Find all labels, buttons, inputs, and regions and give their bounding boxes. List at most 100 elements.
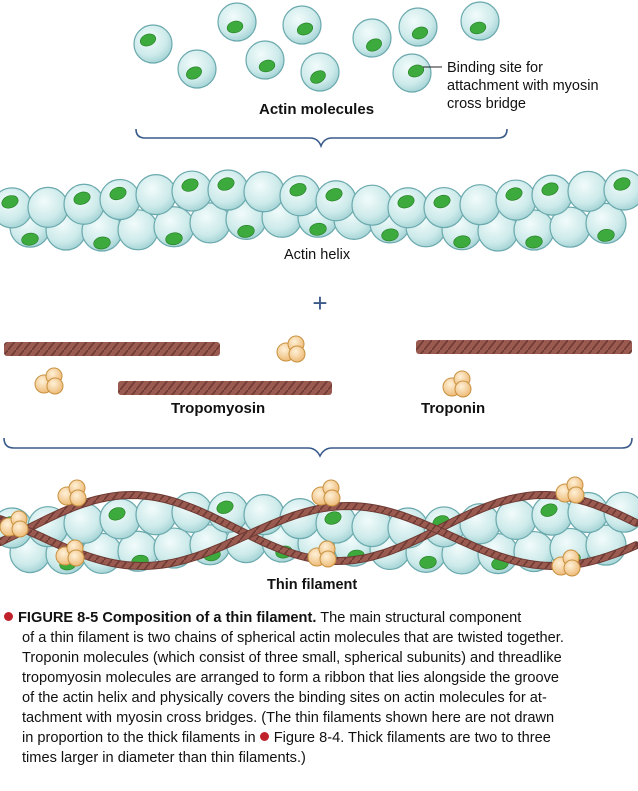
troponin-cluster-filament-6 — [551, 549, 581, 577]
binding-site — [296, 22, 314, 36]
binding-site — [226, 20, 244, 34]
binding-site — [237, 224, 255, 238]
troponin-cluster-filament-2 — [55, 539, 85, 567]
actin-molecule — [351, 184, 393, 226]
thin-filament-label: Thin filament — [267, 577, 358, 593]
troponin-cluster-filament-7 — [0, 510, 29, 538]
troponin-cluster-filament-5 — [555, 476, 585, 504]
thin-filament — [0, 476, 638, 577]
free-actin-molecule — [245, 40, 285, 80]
caption-text-7a: in proportion to the thick filaments in — [22, 730, 256, 746]
actin-molecule — [423, 186, 465, 229]
caption-line-1: FIGURE 8-5 Composition of a thin filamen… — [4, 608, 632, 628]
free-actin-molecule — [217, 2, 257, 42]
binding-site — [366, 38, 382, 52]
binding-site — [453, 235, 471, 249]
tropomyosin-strand-b — [0, 502, 638, 570]
free-actin-molecule — [392, 53, 432, 93]
actin-molecule — [27, 186, 69, 228]
binding-site — [613, 177, 631, 191]
actin-molecule — [459, 184, 501, 226]
binding-site — [540, 503, 558, 517]
actin-molecule — [171, 170, 213, 212]
binding-site-label: Binding site for attachment with myosin … — [447, 59, 599, 113]
free-actin-molecule — [460, 1, 500, 41]
caption-text-7b: Figure 8-4. Thick filaments are two to t… — [273, 730, 551, 746]
binding-site — [324, 511, 342, 525]
actin-molecule — [99, 498, 141, 540]
actin-molecule — [153, 206, 195, 248]
binding-site — [289, 183, 307, 197]
actin-molecules-label: Actin molecules — [259, 101, 375, 118]
troponin-cluster-3 — [442, 370, 472, 398]
figure-caption: FIGURE 8-5 Composition of a thin filamen… — [4, 608, 632, 768]
actin-molecule — [63, 183, 105, 225]
binding-site — [541, 182, 559, 196]
actin-helix-label: Actin helix — [284, 247, 351, 263]
bullet-icon — [4, 612, 13, 621]
binding-site — [469, 21, 487, 35]
actin-molecule — [603, 169, 638, 211]
tropomyosin-strand-3 — [416, 340, 632, 354]
troponin-cluster-filament-4 — [307, 540, 337, 568]
actin-molecule — [279, 175, 321, 217]
binding-site — [407, 64, 425, 78]
binding-site — [381, 228, 399, 242]
binding-site — [21, 232, 39, 246]
caption-line-2: of a thin filament is two chains of sphe… — [22, 630, 564, 646]
actin-molecule — [513, 209, 555, 251]
binding-site — [186, 66, 202, 80]
troponin-label: Troponin — [421, 400, 486, 417]
bracket-middle — [3, 437, 633, 458]
binding-site — [217, 177, 235, 191]
actin-molecule — [531, 174, 573, 216]
binding-site — [397, 195, 415, 209]
figure-ref: FIGURE 8-5 — [18, 610, 99, 626]
binding-site — [505, 187, 523, 201]
actin-molecule — [135, 174, 177, 216]
binding-site — [1, 195, 19, 209]
troponin-cluster-1 — [276, 335, 306, 363]
binding-site — [525, 235, 543, 249]
binding-site — [411, 26, 429, 40]
actin-molecule — [207, 169, 249, 211]
tropomyosin-label: Tropomyosin — [171, 400, 266, 417]
binding-site — [419, 555, 437, 569]
plus-sign: + — [312, 288, 327, 318]
actin-molecule — [243, 171, 285, 213]
binding-site-line-3: cross bridge — [447, 96, 526, 112]
caption-line-8: times larger in diameter than thin filam… — [22, 750, 306, 766]
caption-line-6: tachment with myosin cross bridges. (The… — [22, 710, 555, 726]
bracket-top — [135, 128, 508, 149]
free-actin-molecule — [398, 7, 438, 47]
binding-site — [139, 33, 157, 47]
free-actin-molecule — [282, 5, 322, 45]
binding-site — [165, 232, 183, 246]
binding-site — [258, 59, 276, 73]
troponin-cluster-2 — [34, 367, 64, 395]
binding-site — [433, 194, 451, 209]
caption-line-3: Troponin molecules (which consist of thr… — [22, 650, 562, 666]
binding-site-line-2: attachment with myosin — [447, 78, 599, 94]
binding-site — [310, 70, 326, 84]
caption-text-1: The main structural component — [320, 610, 522, 626]
troponin-cluster-filament-1 — [57, 479, 87, 507]
actin-molecule — [495, 179, 537, 221]
free-actin-molecule — [177, 49, 217, 89]
binding-site — [109, 186, 127, 201]
binding-site — [181, 178, 199, 192]
tropomyosin-strand-2 — [118, 381, 332, 395]
binding-site — [93, 236, 111, 250]
binding-site — [108, 507, 126, 521]
binding-site — [325, 188, 343, 202]
binding-site — [73, 191, 91, 205]
figure-title: Composition of a thin filament. — [102, 610, 317, 626]
actin-molecule — [567, 170, 609, 212]
binding-site — [309, 222, 327, 236]
free-actin-molecule — [352, 18, 392, 58]
tropomyosin-strand-1 — [4, 342, 220, 356]
binding-site-line-1: Binding site for — [447, 60, 543, 76]
free-actin-molecule — [300, 52, 340, 92]
free-actin-molecules — [133, 1, 500, 93]
caption-line-4: tropomyosin molecules are arranged to fo… — [22, 670, 560, 686]
